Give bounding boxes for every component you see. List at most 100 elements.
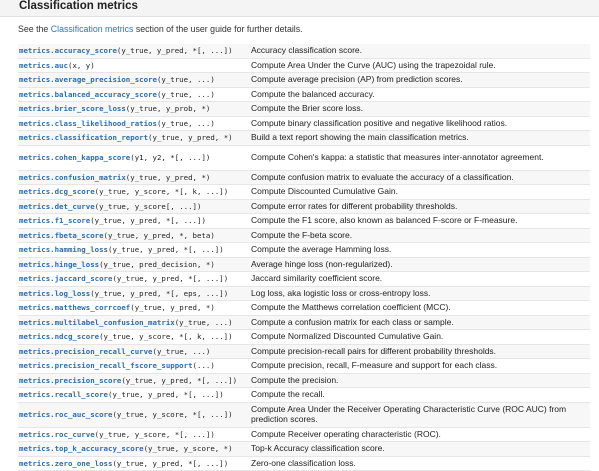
function-cell: metrics.roc_auc_score(y_true, y_score, *… xyxy=(18,402,249,428)
table-row: metrics.dcg_score(y_true, y_score, *[, k… xyxy=(18,184,590,200)
function-link[interactable]: metrics.jaccard_score xyxy=(19,274,113,283)
function-link[interactable]: metrics.ndcg_score xyxy=(19,332,100,341)
function-signature: (...) xyxy=(192,361,215,370)
table-row: metrics.auc(x, y)Compute Area Under the … xyxy=(18,58,590,73)
function-cell: metrics.det_curve(y_true, y_score[, ...]… xyxy=(18,199,249,214)
function-cell: metrics.top_k_accuracy_score(y_true, y_s… xyxy=(18,441,249,457)
table-row: metrics.log_loss(y_true, y_pred, *[, eps… xyxy=(18,286,590,301)
function-cell: metrics.brier_score_loss(y_true, y_prob,… xyxy=(18,101,249,117)
function-description: Compute error rates for different probab… xyxy=(249,199,590,214)
function-link[interactable]: metrics.hamming_loss xyxy=(19,245,108,254)
function-description: Compute the precision. xyxy=(249,373,590,388)
table-row: metrics.ndcg_score(y_true, y_score, *[, … xyxy=(18,329,590,345)
function-cell: metrics.precision_recall_fscore_support(… xyxy=(18,358,249,374)
table-row: metrics.precision_recall_fscore_support(… xyxy=(18,358,590,374)
function-signature: (y_true, ...) xyxy=(156,75,215,84)
function-cell: metrics.average_precision_score(y_true, … xyxy=(18,72,249,88)
function-cell: metrics.confusion_matrix(y_true, y_pred,… xyxy=(18,170,249,185)
function-signature: (y_true, y_score, *[, k, ...]) xyxy=(94,187,229,196)
function-cell: metrics.classification_report(y_true, y_… xyxy=(18,130,249,146)
function-signature: (y_true, ...) xyxy=(152,346,211,356)
table-row: metrics.cohen_kappa_score(y1, y2, *[, ..… xyxy=(18,145,590,171)
function-link[interactable]: metrics.fbeta_score xyxy=(19,230,104,240)
table-row: metrics.brier_score_loss(y_true, y_prob,… xyxy=(18,101,590,117)
function-signature: (y_true, y_prob, *) xyxy=(125,104,211,113)
function-cell: metrics.hamming_loss(y_true, y_pred, *[,… xyxy=(18,242,249,258)
function-cell: metrics.f1_score(y_true, y_pred, *[, ...… xyxy=(18,213,249,229)
function-link[interactable]: metrics.f1_score xyxy=(19,216,91,225)
function-link[interactable]: metrics.roc_auc_score xyxy=(19,409,113,419)
function-link[interactable]: metrics.top_k_accuracy_score xyxy=(19,444,144,453)
function-link[interactable]: metrics.confusion_matrix xyxy=(19,172,126,182)
function-description: Compute the recall. xyxy=(249,387,590,403)
function-link[interactable]: metrics.recall_score xyxy=(19,390,108,399)
function-description: Jaccard similarity coefficient score. xyxy=(249,271,590,287)
function-cell: metrics.precision_recall_curve(y_true, .… xyxy=(18,344,249,359)
function-link[interactable]: metrics.dcg_score xyxy=(19,187,95,196)
function-signature: (y_true, y_pred, *) xyxy=(125,172,211,182)
function-signature: (y_true, ...) xyxy=(156,89,215,99)
function-cell: metrics.jaccard_score(y_true, y_pred, *[… xyxy=(18,271,249,287)
user-guide-link[interactable]: Classification metrics xyxy=(50,24,134,34)
function-signature: (y_true, ...) xyxy=(156,118,215,128)
table-row: metrics.confusion_matrix(y_true, y_pred,… xyxy=(18,170,590,185)
function-description: Compute Discounted Cumulative Gain. xyxy=(249,184,590,200)
function-link[interactable]: metrics.classification_report xyxy=(19,133,149,142)
function-description: Log loss, aka logistic loss or cross-ent… xyxy=(249,286,590,301)
table-row: metrics.multilabel_confusion_matrix(y_tr… xyxy=(18,315,590,330)
function-link[interactable]: metrics.cohen_kappa_score xyxy=(19,152,131,162)
function-cell: metrics.recall_score(y_true, y_pred, *[,… xyxy=(18,387,249,403)
function-link[interactable]: metrics.hinge_loss xyxy=(19,259,100,269)
function-link[interactable]: metrics.log_loss xyxy=(19,288,91,298)
function-cell: metrics.hinge_loss(y_true, pred_decision… xyxy=(18,257,249,272)
function-signature: (y_true, y_pred, *[, ...]) xyxy=(112,458,229,468)
table-row: metrics.average_precision_score(y_true, … xyxy=(18,72,590,88)
function-description: Compute the average Hamming loss. xyxy=(249,242,590,258)
function-cell: metrics.roc_curve(y_true, y_score, *[, .… xyxy=(18,427,249,442)
function-link[interactable]: metrics.precision_recall_curve xyxy=(19,346,153,356)
function-signature: (y_true, y_score, *) xyxy=(143,444,233,453)
function-signature: (y_true, y_score[, ...]) xyxy=(94,201,202,211)
function-link[interactable]: metrics.det_curve xyxy=(19,201,95,211)
function-cell: metrics.accuracy_score(y_true, y_pred, *… xyxy=(18,44,249,59)
function-link[interactable]: metrics.precision_score xyxy=(19,375,122,385)
function-signature: (x, y) xyxy=(67,60,95,70)
function-link[interactable]: metrics.class_likelihood_ratios xyxy=(19,118,157,128)
function-signature: (y_true, y_pred, *) xyxy=(148,133,233,142)
section-header: Classification metrics xyxy=(0,0,599,17)
metrics-table-body: metrics.accuracy_score (y_true, y_pred, *… xyxy=(18,44,590,471)
function-cell: metrics.cohen_kappa_score(y1, y2, *[, ..… xyxy=(18,145,249,171)
table-row: metrics.balanced_accuracy_score(y_true, … xyxy=(18,87,590,102)
function-link[interactable]: metrics.roc_curve xyxy=(19,429,95,439)
function-link[interactable]: metrics.multilabel_confusion_matrix xyxy=(19,317,175,327)
function-signature: (y_true, y_score, *[, ...]) xyxy=(112,409,233,419)
table-row: metrics.hinge_loss(y_true, pred_decision… xyxy=(18,257,590,272)
table-row: metrics.fbeta_score(y_true, y_pred, *, b… xyxy=(18,228,590,243)
function-link[interactable]: metrics.auc xyxy=(19,60,68,70)
function-link[interactable]: metrics.brier_score_loss xyxy=(19,104,126,113)
table-row: metrics.jaccard_score(y_true, y_pred, *[… xyxy=(18,271,590,287)
function-link[interactable]: metrics.zero_one_loss xyxy=(19,458,113,468)
function-description: Compute Receiver operating characteristi… xyxy=(249,427,590,442)
function-description: Compute the Matthews correlation coeffic… xyxy=(249,300,590,316)
table-row: metrics.class_likelihood_ratios(y_true, … xyxy=(18,116,590,131)
function-description: Compute binary classification positive a… xyxy=(249,116,590,131)
function-link[interactable]: metrics.matthews_corrcoef xyxy=(19,303,131,312)
table-row: metrics.top_k_accuracy_score(y_true, y_s… xyxy=(18,441,590,457)
function-link[interactable]: metrics.balanced_accuracy_score xyxy=(19,89,157,99)
function-cell: metrics.balanced_accuracy_score(y_true, … xyxy=(18,87,249,102)
function-link[interactable]: metrics.accuracy_score xyxy=(19,46,117,55)
function-description: Compute the balanced accuracy. xyxy=(249,87,590,102)
function-signature: (y_true, y_pred, *[, eps, ...]) xyxy=(90,288,229,298)
table-row: metrics.precision_recall_curve(y_true, .… xyxy=(18,344,590,359)
function-link[interactable]: metrics.average_precision_score xyxy=(19,75,157,84)
table-row: metrics.zero_one_loss(y_true, y_pred, *[… xyxy=(18,456,590,471)
function-description: Compute a confusion matrix for each clas… xyxy=(249,315,590,330)
function-cell: metrics.auc(x, y) xyxy=(18,58,249,73)
intro-text: See the Classification metrics section o… xyxy=(18,24,303,34)
function-cell: metrics.multilabel_confusion_matrix(y_tr… xyxy=(18,315,249,330)
function-signature: (y_true, y_pred, *[, ...]) xyxy=(108,245,224,254)
function-link[interactable]: metrics.precision_recall_fscore_support xyxy=(19,361,193,370)
function-signature: (y_true, y_pred, *[, ...]) xyxy=(108,390,224,399)
